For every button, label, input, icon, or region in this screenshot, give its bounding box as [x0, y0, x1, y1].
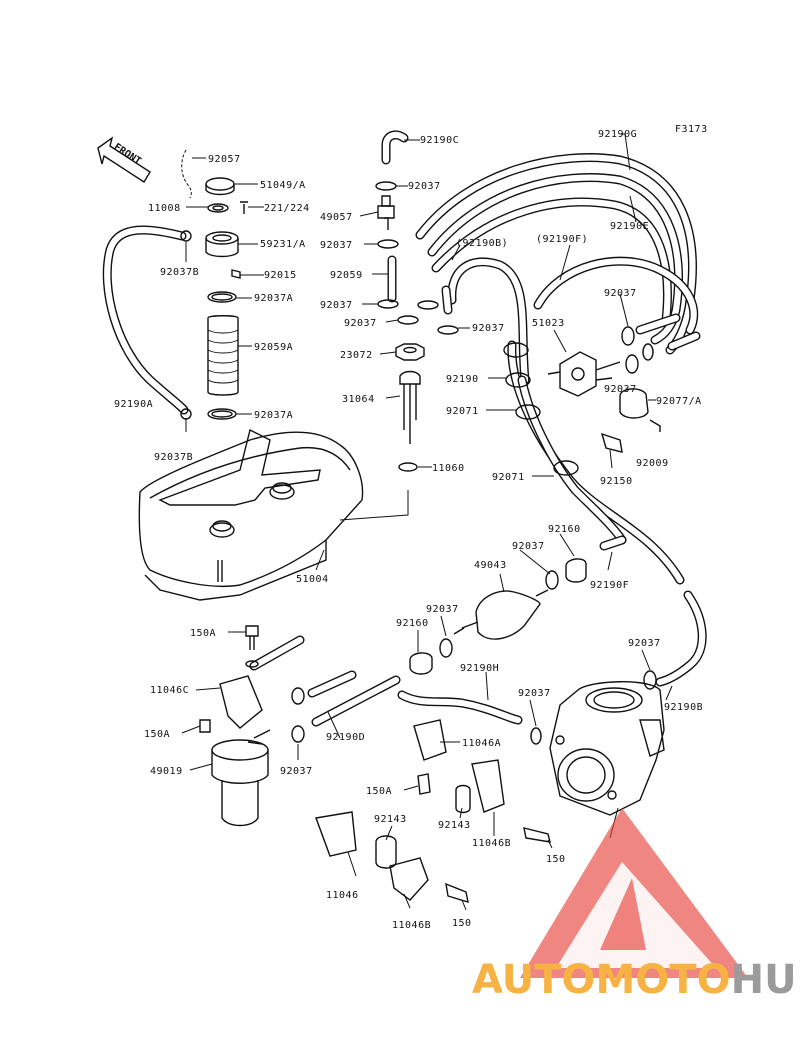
- label-23072: 23072: [340, 350, 373, 361]
- label-92037-k: 92037: [518, 688, 551, 699]
- label-92190: 92190: [446, 374, 479, 385]
- label-92037a-2: 92037A: [254, 410, 293, 421]
- label-92071-1: 92071: [446, 406, 479, 417]
- label-92015: 92015: [264, 270, 297, 281]
- label-150a-3: 150A: [366, 786, 392, 797]
- label-51004: 51004: [296, 574, 329, 585]
- label-92190g: 92190G: [598, 129, 637, 140]
- label-92057: 92057: [208, 154, 241, 165]
- label-92190c: 92190C: [420, 135, 459, 146]
- label-92037-g: 92037: [604, 384, 637, 395]
- label-92037-j: 92037: [628, 638, 661, 649]
- carburetor: [549, 670, 665, 816]
- label-92037-d: 92037: [320, 300, 353, 311]
- label-92143-1: 92143: [374, 814, 407, 825]
- part-labels: 92190C 92190G 92057 51049/A 92037 11008 …: [114, 129, 703, 931]
- label-92059: 92059: [330, 270, 363, 281]
- label-92037-i: 92037: [426, 604, 459, 615]
- leader-lines: [181, 133, 673, 911]
- label-92037b-1: 92037B: [160, 267, 199, 278]
- label-59231a: 59231/A: [260, 239, 306, 250]
- brackets-lower: [315, 719, 551, 904]
- label-92071-2: 92071: [492, 472, 525, 483]
- label-92190b-paren: (92190B): [456, 238, 508, 249]
- label-11046c: 11046C: [150, 685, 189, 696]
- label-150a-2: 150A: [144, 729, 170, 740]
- watermark-part1: AUTOMOTO: [472, 957, 731, 1003]
- label-11046b-2: 11046B: [392, 920, 431, 931]
- label-92037b-2: 92037B: [154, 452, 193, 463]
- label-11046b-1: 11046B: [472, 838, 511, 849]
- label-221-224: 221/224: [264, 203, 310, 214]
- label-92190e: 92190E: [610, 221, 649, 232]
- watermark-logo: AUTOMOTOHUB: [472, 808, 800, 1003]
- label-92059a: 92059A: [254, 342, 293, 353]
- label-31064: 31064: [342, 394, 375, 405]
- watermark-part2: HUB: [731, 957, 800, 1003]
- label-51049a: 51049/A: [260, 180, 306, 191]
- label-11046a: 11046A: [462, 738, 501, 749]
- label-92160-b: 92160: [396, 618, 429, 629]
- label-150a-1: 150A: [190, 628, 216, 639]
- fuel-tank: [138, 428, 364, 601]
- filler-assembly: [180, 149, 248, 420]
- watermark-text: AUTOMOTOHUB: [472, 957, 800, 1003]
- label-92009: 92009: [636, 458, 669, 469]
- label-51023: 51023: [532, 318, 565, 329]
- fuel-pickup-assembly: [339, 181, 459, 521]
- label-92037a-1: 92037A: [254, 293, 293, 304]
- label-92037-f: 92037: [472, 323, 505, 334]
- label-11060: 11060: [432, 463, 465, 474]
- label-92190f: 92190F: [590, 580, 629, 591]
- label-150-2: 150: [452, 918, 472, 929]
- label-92037-top: 92037: [408, 181, 441, 192]
- label-92150: 92150: [600, 476, 633, 487]
- label-92037-e: 92037: [344, 318, 377, 329]
- fuel-filter-assembly: [199, 625, 305, 827]
- fuel-valve: [503, 326, 661, 476]
- label-92077a: 92077/A: [656, 396, 702, 407]
- figure-code: F3173: [675, 124, 708, 135]
- label-92037-l: 92037: [280, 766, 313, 777]
- inline-fuel-filter: [409, 558, 587, 675]
- label-92143-2: 92143: [438, 820, 471, 831]
- label-49019: 49019: [150, 766, 183, 777]
- label-49057: 49057: [320, 212, 353, 223]
- front-arrow-icon: FRONT: [97, 136, 151, 183]
- hoses: [102, 130, 707, 727]
- label-92160-a: 92160: [548, 524, 581, 535]
- label-11008: 11008: [148, 203, 181, 214]
- label-150-1: 150: [546, 854, 566, 865]
- label-92190f-paren: (92190F): [536, 234, 588, 245]
- label-92037-h: 92037: [512, 541, 545, 552]
- label-92190a: 92190A: [114, 399, 153, 410]
- label-92190b: 92190B: [664, 702, 703, 713]
- label-92037-b: 92037: [320, 240, 353, 251]
- label-92190h: 92190H: [460, 663, 499, 674]
- label-49043: 49043: [474, 560, 507, 571]
- label-92190d: 92190D: [326, 732, 365, 743]
- label-11046: 11046: [326, 890, 359, 901]
- label-92037-c: 92037: [604, 288, 637, 299]
